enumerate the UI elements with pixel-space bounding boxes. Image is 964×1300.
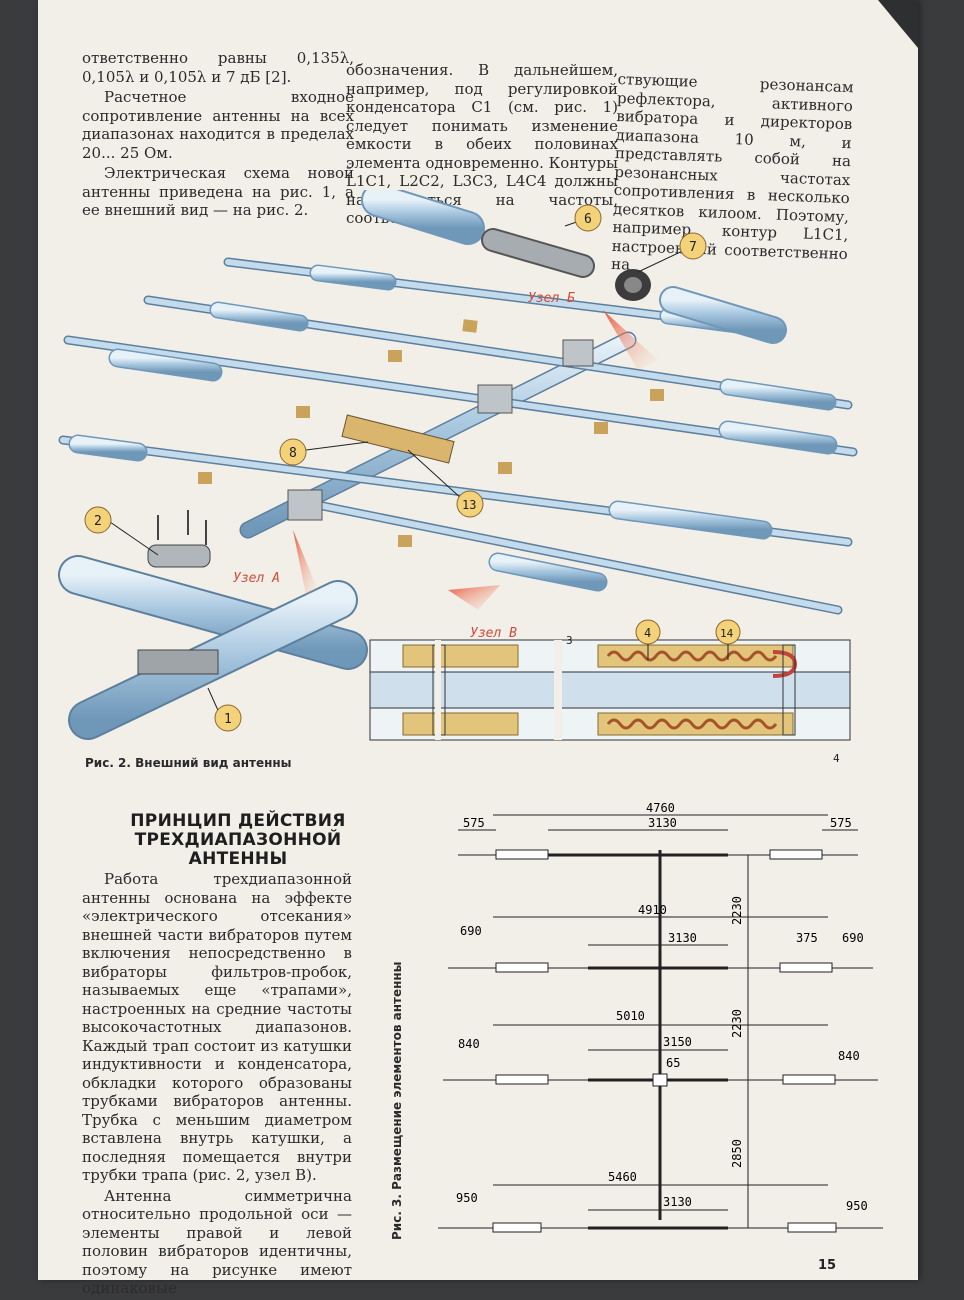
- callout-6: 6: [564, 204, 602, 232]
- paragraph: ответственно равны 0,135λ, 0,105λ и 0,10…: [82, 49, 354, 86]
- callout-8: 8: [279, 438, 369, 466]
- el3-total-dim: 5010: [616, 1009, 645, 1023]
- magazine-page: ответственно равны 0,135λ, 0,105λ и 0,10…: [38, 0, 918, 1297]
- node-a-label: Узел А: [233, 571, 280, 586]
- antenna-element-4: [58, 434, 853, 547]
- node-a-detail: [58, 510, 500, 740]
- column-2-top-text: обозначения. В дальнейшем, например, под…: [346, 61, 618, 230]
- page-corner-fold: [878, 0, 918, 48]
- antenna-element-2: [143, 295, 853, 411]
- callout-7: 7: [637, 232, 707, 273]
- callout-1: 1: [207, 687, 242, 732]
- svg-text:7: 7: [689, 240, 697, 255]
- figure-2-caption: Рис. 2. Внешний вид антенны: [85, 756, 292, 770]
- el2-total-dim: 4910: [638, 903, 667, 917]
- node-b-label: Узел Б: [528, 291, 575, 306]
- page-number: 15: [818, 1258, 837, 1273]
- spacing-2-dim: 2230: [730, 1009, 744, 1038]
- antenna-element-3: [63, 335, 858, 457]
- el4-total-dim: 5460: [608, 1170, 637, 1184]
- el3-left-dim: 840: [458, 1037, 480, 1051]
- paragraph: Антенна симметрична относительно продоль…: [82, 1186, 352, 1298]
- node-v-cutaway: [369, 639, 851, 741]
- dim-3-label: 3: [566, 634, 573, 647]
- paragraph: Расчетное входное сопротивление антенны …: [82, 88, 354, 162]
- dim-4-label: 4: [833, 752, 840, 765]
- spacing-3-dim: 2850: [730, 1139, 744, 1168]
- el3-mid-dim: 65: [666, 1056, 680, 1070]
- el2-right1-dim: 375: [796, 931, 818, 945]
- svg-text:6: 6: [584, 212, 592, 227]
- el4-center-dim: 3130: [663, 1195, 692, 1209]
- el1-right-dim: 575: [830, 816, 852, 830]
- el3-center-dim: 3150: [663, 1035, 692, 1049]
- section-heading: ПРИНЦИП ДЕЙСТВИЯ ТРЕХДИАПАЗОННОЙ АНТЕННЫ: [130, 811, 346, 869]
- paragraph: Электрическая схема новой антенны привед…: [82, 164, 354, 219]
- el1-center-dim: 3130: [648, 816, 677, 830]
- node-b-parts: [361, 190, 787, 370]
- el1-total-dim: 4760: [646, 801, 675, 815]
- figure-3-layout-drawing: 4760 3130 575 575 4910 3130 690 375 690 …: [438, 801, 883, 1233]
- central-plate: [341, 414, 455, 464]
- el4-left-dim: 950: [456, 1191, 478, 1205]
- callout-2: 2: [84, 506, 159, 556]
- node-v-label: Узел В: [470, 626, 517, 641]
- svg-text:13: 13: [462, 498, 476, 512]
- svg-text:1: 1: [224, 712, 232, 727]
- spacing-1-dim: 2230: [730, 896, 744, 925]
- svg-text:14: 14: [720, 627, 734, 640]
- callout-13: 13: [407, 449, 484, 518]
- el4-right-dim: 950: [846, 1199, 868, 1213]
- figure-2-antenna-drawing: Узел Б Узел А Узел В 3 4 6 7 8 13: [58, 190, 858, 765]
- el2-center-dim: 3130: [668, 931, 697, 945]
- column-1-top-text: ответственно равны 0,135λ, 0,105λ и 0,10…: [82, 49, 354, 222]
- paragraph: обозначения. В дальнейшем, например, под…: [346, 61, 618, 227]
- el2-left-dim: 690: [460, 924, 482, 938]
- callout-14: 14: [715, 619, 741, 660]
- svg-text:8: 8: [289, 446, 297, 461]
- svg-text:2: 2: [94, 514, 102, 529]
- svg-text:4: 4: [644, 626, 651, 640]
- el3-right-dim: 840: [838, 1049, 860, 1063]
- column-1-bottom-text: Работа трехдиапазонной антенны основана …: [82, 870, 352, 1300]
- el1-left-dim: 575: [463, 816, 485, 830]
- callout-4: 4: [635, 619, 661, 660]
- el2-right2-dim: 690: [842, 931, 864, 945]
- antenna-element-5: [287, 489, 843, 615]
- paragraph: Работа трехдиапазонной антенны основана …: [82, 870, 352, 1184]
